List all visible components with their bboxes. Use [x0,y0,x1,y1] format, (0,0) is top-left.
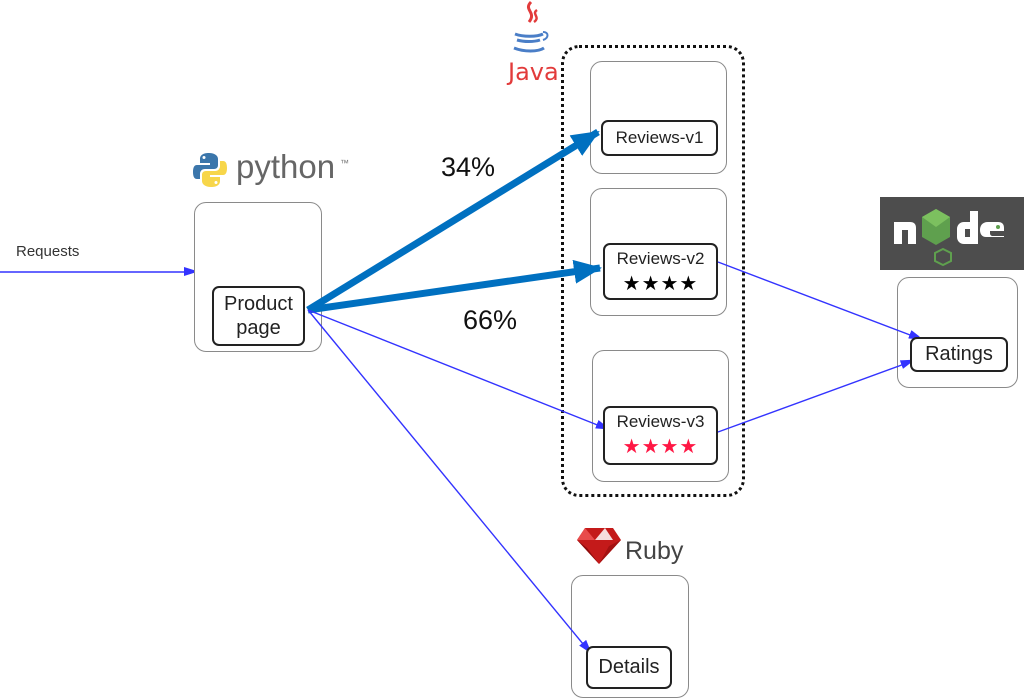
java-label: Java [508,58,559,86]
python-tm: ™ [340,158,349,168]
reviews-v2-service[interactable]: Reviews-v2 ★★★★ [603,243,718,300]
edge-reviews-v3-to-ratings [717,362,910,433]
java-icon [513,0,549,53]
reviews-v2-label: Reviews-v2 [616,249,705,268]
java-logo: Java [505,0,559,90]
productpage-label: Product page [224,293,293,339]
ruby-label: Ruby [625,537,684,565]
requests-label: Requests [16,243,80,260]
python-label: python [236,148,336,185]
reviews-v3-stars: ★★★★ [622,436,699,458]
traffic-v1-percent: 34% [441,152,496,182]
node-logo [880,197,1024,270]
python-logo [193,152,227,193]
ruby-logo [575,526,623,571]
reviews-v3-service[interactable]: Reviews-v3 ★★★★ [603,406,718,465]
edge-productpage-to-details [307,309,588,650]
reviews-v2-stars: ★★★★ [622,273,699,295]
nodejs-icon [894,209,1004,267]
edge-reviews-v2-to-ratings [717,261,918,338]
reviews-v1-service[interactable]: Reviews-v1 [601,120,718,156]
productpage-service[interactable]: Product page [212,286,305,346]
edge-productpage-to-reviews-v2 [307,259,602,314]
python-icon [193,153,227,187]
reviews-v1-container [590,61,727,174]
ratings-service[interactable]: Ratings [910,337,1008,372]
details-label: Details [598,656,660,678]
ruby-icon [577,528,621,564]
traffic-v2-percent: 66% [463,305,518,335]
reviews-v1-label: Reviews-v1 [615,128,704,147]
ratings-label: Ratings [925,343,993,365]
reviews-v3-label: Reviews-v3 [616,412,705,431]
details-service[interactable]: Details [586,646,672,689]
